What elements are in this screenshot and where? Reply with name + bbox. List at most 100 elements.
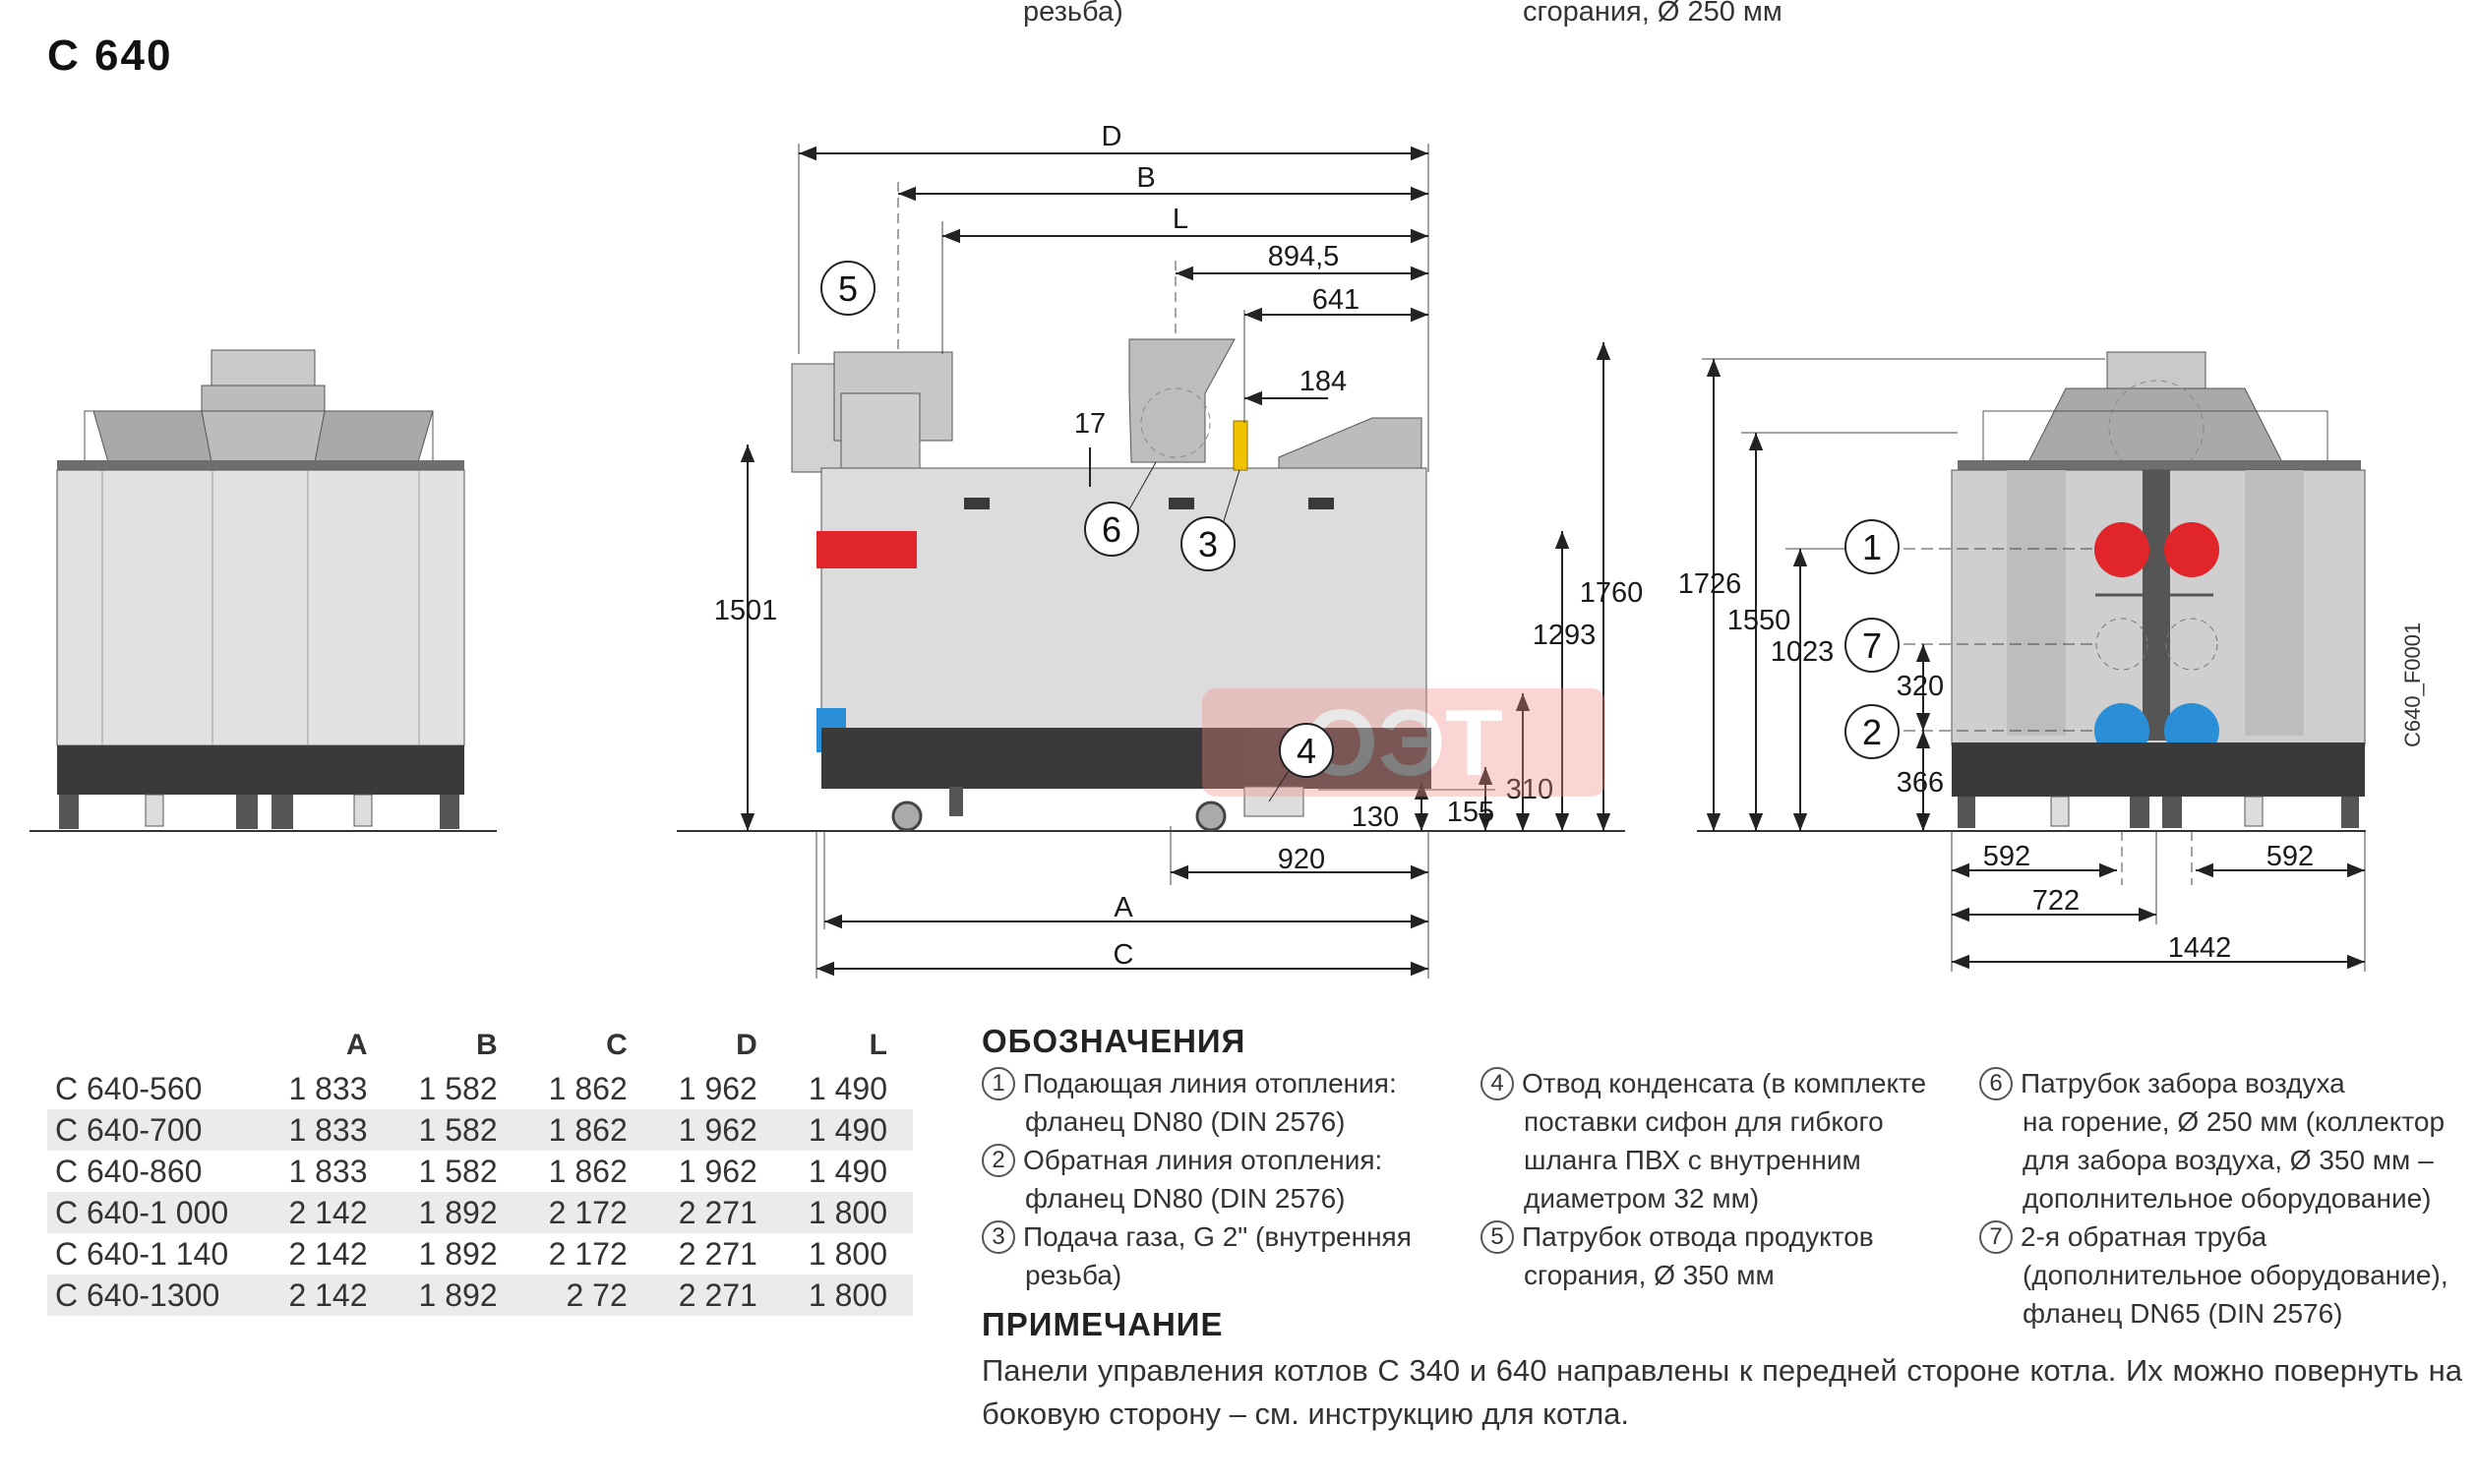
table-row: C 640-1 140 2 142 1 892 2 172 2 271 1 80…: [47, 1233, 913, 1275]
dim-592-right-label: 592: [2266, 841, 2314, 872]
dim-1442-label: 1442: [2168, 932, 2232, 964]
svg-text:2: 2: [1862, 712, 1882, 752]
table-cell: 2 271: [678, 1235, 757, 1272]
legend-number: 3: [982, 1220, 1015, 1254]
table-cell: 1 582: [418, 1070, 498, 1106]
legend-text: шланга ПВХ с внутренним: [1524, 1145, 1861, 1175]
legend-text: фланец DN80 (DIN 2576): [1025, 1106, 1346, 1137]
dim-320-label: 320: [1897, 671, 1944, 702]
legend-text: Отвод конденсата (в комплекте: [1522, 1068, 1927, 1098]
legend-number: 2: [982, 1144, 1015, 1177]
table-row: C 640-860 1 833 1 582 1 862 1 962 1 490: [47, 1151, 913, 1192]
table-cell: 1 490: [808, 1070, 887, 1106]
note-title: ПРИМЕЧАНИЕ: [982, 1306, 1224, 1342]
legend-text: на горение, Ø 250 мм (коллектор: [2023, 1106, 2446, 1137]
rear-view: [30, 349, 497, 832]
legend-text: для забора воздуха, Ø 350 мм –: [2023, 1145, 2434, 1175]
dim-920-label: 920: [1278, 844, 1325, 875]
dim-1293-label: 1293: [1533, 620, 1597, 651]
dim-592-left-label: 592: [1983, 841, 2030, 872]
svg-text:7: 7: [1862, 625, 1882, 666]
table-row: C 640-700 1 833 1 582 1 862 1 962 1 490: [47, 1109, 913, 1151]
table-cell: 1 800: [782, 1275, 913, 1316]
legend-item-1: 1 Подающая линия отопления:: [982, 1064, 1454, 1102]
front-view: 1726 1550 1023 320 366 592 592 722 1442: [1678, 351, 2366, 972]
legend-text: Подача газа, G 2" (внутренняя: [1023, 1221, 1412, 1252]
table-cell: 2 172: [548, 1235, 628, 1272]
table-cell: 2 142: [266, 1275, 393, 1316]
svg-text:3: 3: [1198, 524, 1218, 564]
dim-894-label: 894,5: [1268, 241, 1340, 272]
callout-6: 6: [1084, 461, 1157, 557]
legend-title: ОБОЗНАЧЕНИЯ: [982, 1023, 1246, 1059]
dimensions-table: A B C D L C 640-560 1 833 1 582 1 862 1 …: [47, 1023, 913, 1316]
legend-number: 5: [1480, 1220, 1514, 1254]
callout-7: 7: [1844, 618, 1900, 673]
table-cell-model: C 640-1300: [47, 1275, 267, 1316]
dim-310-label: 310: [1506, 774, 1553, 805]
dim-722-label: 722: [2032, 885, 2080, 917]
svg-text:6: 6: [1102, 509, 1121, 550]
callout-1: 1: [1844, 519, 1900, 574]
table-cell: 1 862: [548, 1153, 628, 1189]
dim-L-label: L: [1173, 204, 1188, 235]
dim-1501-label: 1501: [714, 595, 778, 626]
page-title: C 640: [47, 31, 173, 80]
table-cell-model: C 640-1 140: [55, 1235, 229, 1272]
table-cell: 1 833: [288, 1070, 368, 1106]
watermark-text: ОЭТ: [1304, 690, 1503, 796]
table-cell-model: C 640-700: [47, 1109, 267, 1151]
table-header-c: C: [606, 1029, 628, 1061]
table-cell: 2 142: [266, 1192, 393, 1233]
table-cell-model: C 640-1 000: [47, 1192, 267, 1233]
callout-3: 3: [1180, 469, 1240, 571]
dim-A-label: A: [1114, 892, 1133, 923]
callout-5: 5: [820, 261, 876, 316]
dim-1726-label: 1726: [1678, 568, 1742, 600]
table-header-a: A: [345, 1029, 368, 1061]
table-cell: 1 962: [678, 1153, 757, 1189]
top-cut-text-right: сгорания, Ø 250 мм: [1523, 0, 1782, 28]
top-cut-text-left: резьба): [1023, 0, 1123, 28]
table-cell: 1 582: [393, 1109, 523, 1151]
table-cell: 1 833: [288, 1153, 368, 1189]
table-cell: 1 582: [418, 1153, 498, 1189]
legend-number: 1: [982, 1067, 1015, 1100]
legend-text: Подающая линия отопления:: [1023, 1068, 1397, 1098]
dim-366-label: 366: [1897, 767, 1944, 799]
table-cell: 1 862: [548, 1070, 628, 1106]
legend-number: 6: [1979, 1067, 2013, 1100]
table-cell: 1 962: [678, 1070, 757, 1106]
legend-item-3: 3 Подача газа, G 2" (внутренняя: [982, 1217, 1454, 1256]
legend-number: 4: [1480, 1067, 1514, 1100]
dim-1023-label: 1023: [1771, 636, 1835, 668]
legend-column-1: 1 Подающая линия отопления: фланец DN80 (…: [982, 1064, 1454, 1294]
dim-155-label: 155: [1447, 797, 1494, 828]
table-row: C 640-1300 2 142 1 892 2 72 2 271 1 800: [47, 1275, 913, 1316]
table-cell: 1 892: [418, 1235, 498, 1272]
callout-2: 2: [1844, 704, 1900, 759]
legend-item-4: 4 Отвод конденсата (в комплекте: [1480, 1064, 1953, 1102]
dim-641-label: 641: [1312, 284, 1359, 316]
dim-D-label: D: [1102, 121, 1122, 152]
legend-number: 7: [1979, 1220, 2013, 1254]
table-cell: 2 72: [522, 1275, 653, 1316]
legend-text: фланец DN65 (DIN 2576): [2023, 1298, 2343, 1329]
side-view: D B L 894,5 641 184 17 1501 1760 1293 31…: [677, 121, 1643, 979]
table-cell: 1 490: [808, 1153, 887, 1189]
legend-text: Обратная линия отопления:: [1023, 1145, 1383, 1175]
figure-code: C640_F0001: [2400, 622, 2425, 747]
legend-text: Патрубок забора воздуха: [2021, 1068, 2345, 1098]
table-cell-model: C 640-560: [55, 1070, 203, 1106]
svg-text:4: 4: [1297, 731, 1316, 771]
legend-text: резьба): [1025, 1260, 1122, 1290]
table-cell: 1 490: [782, 1109, 913, 1151]
svg-text:1: 1: [1862, 527, 1882, 567]
table-cell: 1 862: [522, 1109, 653, 1151]
table-row: C 640-1 000 2 142 1 892 2 172 2 271 1 80…: [47, 1192, 913, 1233]
dim-184-label: 184: [1299, 366, 1347, 397]
table-header-row: A B C D L: [47, 1023, 913, 1068]
